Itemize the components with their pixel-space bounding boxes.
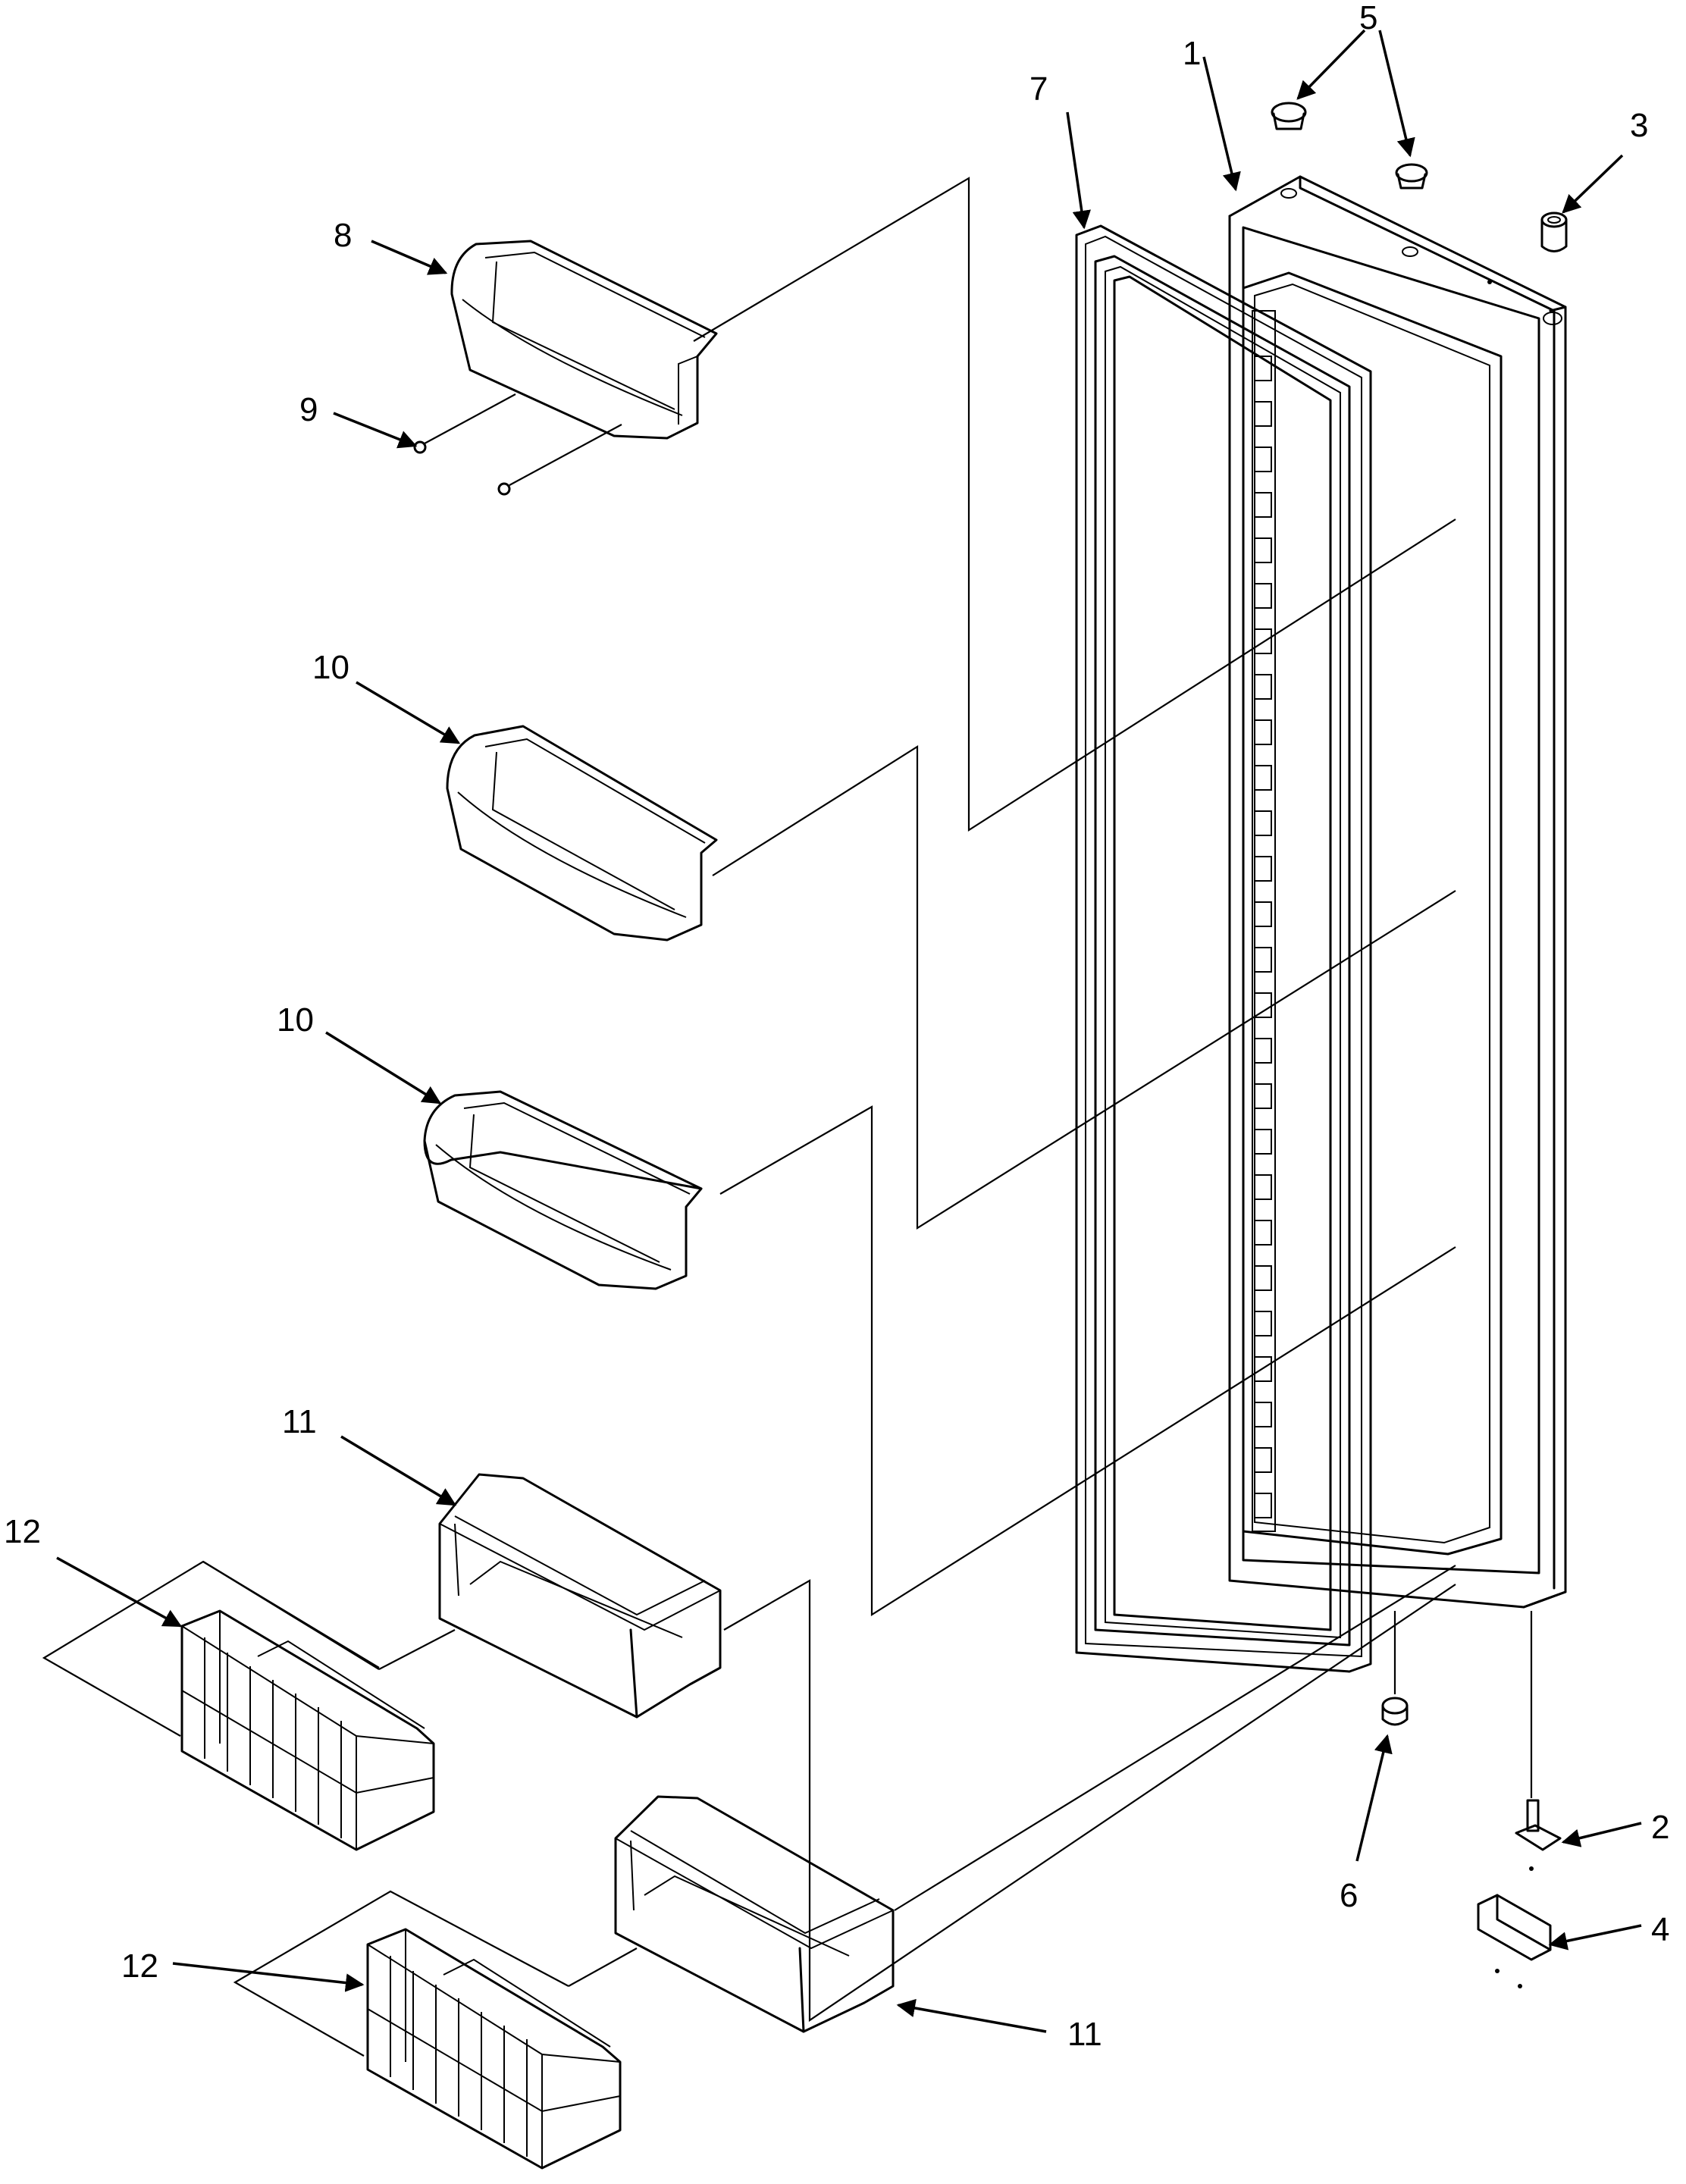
wire-basket-lower	[366, 1928, 622, 2170]
door-bin-tall-lower	[614, 1795, 895, 2033]
hinge-bracket	[1477, 1894, 1552, 1988]
door-shelf-ribs	[1254, 356, 1272, 1518]
callout-2: 2	[1651, 1809, 1669, 1846]
callout-9: 9	[299, 391, 318, 428]
callout-arrows	[56, 29, 1642, 2033]
screw-b	[497, 424, 622, 496]
door-gasket	[1075, 224, 1372, 1673]
callout-11-lower: 11	[1067, 2016, 1102, 2053]
plug-left	[1271, 102, 1307, 130]
callout-4: 4	[1651, 1911, 1669, 1948]
callout-7: 7	[1029, 71, 1048, 108]
wire-basket-upper	[180, 1609, 435, 1851]
assembly-lead-lines	[42, 177, 1456, 2057]
door-bin-upper	[446, 725, 718, 942]
callout-1: 1	[1183, 35, 1201, 72]
callout-12-lower: 12	[121, 1947, 158, 1985]
callout-10-upper: 10	[312, 649, 349, 686]
hinge-pin	[1515, 1611, 1562, 1871]
callout-6: 6	[1340, 1877, 1358, 1914]
callout-8: 8	[334, 217, 352, 254]
door-panel	[1228, 175, 1567, 1609]
door-bin-tall-upper	[438, 1473, 722, 1719]
callout-12-upper: 12	[4, 1513, 41, 1550]
callout-10-middle: 10	[277, 1001, 314, 1039]
bushing	[1540, 212, 1568, 252]
door-stop	[1381, 1611, 1409, 1726]
screw-a	[413, 393, 516, 454]
callout-3: 3	[1630, 107, 1648, 144]
plug-right	[1395, 163, 1428, 190]
callout-11-upper: 11	[282, 1403, 317, 1440]
door-bin-middle	[423, 1090, 703, 1290]
callout-5: 5	[1359, 0, 1377, 36]
door-bin-top	[450, 240, 718, 440]
